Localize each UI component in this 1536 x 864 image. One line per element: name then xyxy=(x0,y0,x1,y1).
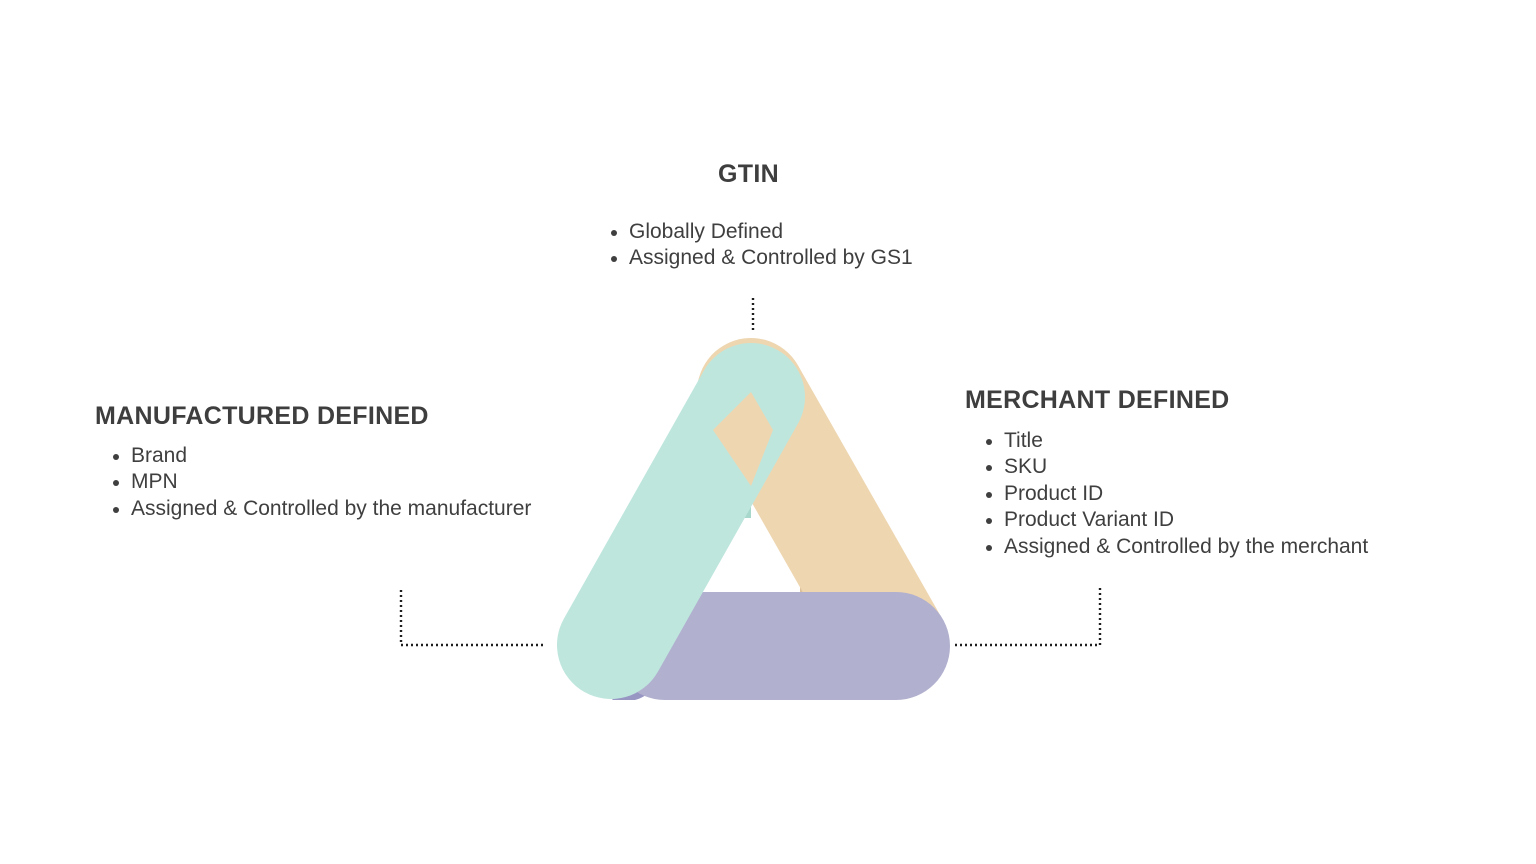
list-item: Product Variant ID xyxy=(984,507,1368,533)
merchant-band-edge xyxy=(690,592,800,620)
list-item: SKU xyxy=(984,454,1368,480)
manufacturer-title: MANUFACTURED DEFINED xyxy=(95,402,429,430)
list-item: MPN xyxy=(111,469,531,495)
manufacturer-connector-line xyxy=(399,590,546,647)
manufacturer-section: MANUFACTURED DEFINED Brand MPN Assigned … xyxy=(95,402,531,522)
list-item: Assigned & Controlled by the merchant xyxy=(984,534,1368,560)
gtin-band-overlap xyxy=(713,392,773,486)
list-item: Globally Defined xyxy=(609,219,913,245)
gtin-title: GTIN xyxy=(718,160,779,188)
merchant-points: Title SKU Product ID Product Variant ID … xyxy=(984,428,1368,560)
merchant-section: MERCHANT DEFINED Title SKU Product ID Pr… xyxy=(965,386,1368,560)
merchant-title: MERCHANT DEFINED xyxy=(965,386,1230,414)
list-item: Brand xyxy=(111,443,531,469)
gtin-points: Globally Defined Assigned & Controlled b… xyxy=(609,219,913,272)
list-item: Product ID xyxy=(984,481,1368,507)
merchant-connector-line xyxy=(955,588,1102,647)
list-item: Title xyxy=(984,428,1368,454)
list-item: Assigned & Controlled by GS1 xyxy=(609,245,913,271)
manufacturer-points: Brand MPN Assigned & Controlled by the m… xyxy=(111,443,531,522)
list-item: Assigned & Controlled by the manufacture… xyxy=(111,496,531,522)
